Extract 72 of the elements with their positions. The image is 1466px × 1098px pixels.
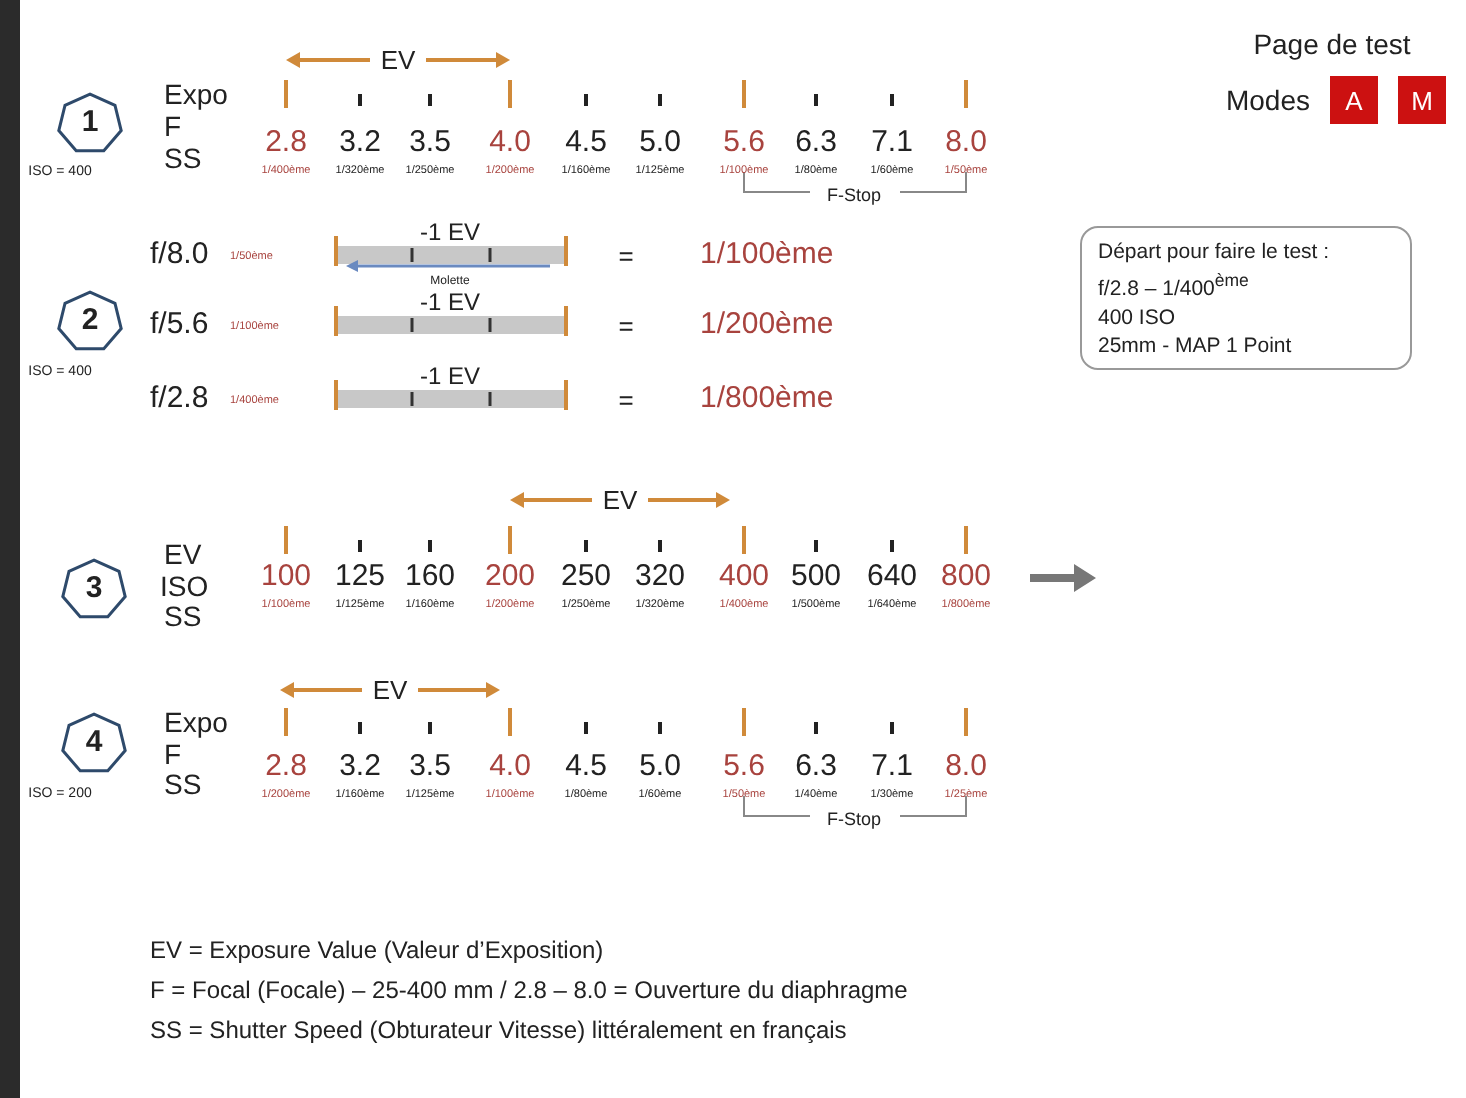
stop-value: 500	[790, 561, 842, 591]
ev-step-label: -1 EV	[420, 364, 480, 388]
note-text: 400 ISO	[1098, 303, 1178, 331]
stop-value: 2.8	[265, 751, 307, 781]
stop-value: 800	[940, 561, 992, 591]
stop-value: 4.0	[489, 751, 531, 781]
step-number: 4	[85, 727, 103, 758]
stop-value: 640	[866, 561, 918, 591]
stop-value: 2.8	[265, 127, 307, 157]
footnote: SS = Shutter Speed (Obturateur Vitesse) littéralement en français	[150, 1018, 847, 1042]
page-title: Page de test	[1253, 30, 1411, 58]
ev-step-label: -1 EV	[420, 220, 480, 244]
row-label: F	[164, 740, 182, 768]
step-number: 3	[85, 573, 103, 604]
stop-value: 200	[484, 561, 536, 591]
aperture-value: f/5.6	[150, 309, 209, 339]
row-label: SS	[164, 602, 202, 630]
stop-value: 5.0	[639, 127, 681, 157]
stop-value: 7.1	[871, 751, 913, 781]
equals-sign: =	[618, 313, 634, 339]
stop-value: 5.6	[723, 127, 765, 157]
stop-value: 320	[634, 561, 686, 591]
stop-value: 250	[560, 561, 612, 591]
note-text: Départ pour faire le test :	[1098, 238, 1332, 266]
shutter-speed-result: 1/200ème	[700, 309, 834, 339]
row-label: ISO	[160, 572, 209, 600]
stop-value: 3.2	[339, 751, 381, 781]
stop-value: 5.6	[723, 751, 765, 781]
stop-value: 5.0	[639, 751, 681, 781]
row-label: Expo	[164, 80, 228, 108]
stop-value: 6.3	[795, 127, 837, 157]
row-label: Expo	[164, 708, 228, 736]
note-text: f/2.8 – 1/400$^{ème}$	[1098, 268, 1251, 303]
modes-label: Modes	[1225, 86, 1311, 114]
step-number: 2	[81, 305, 99, 336]
shutter-speed-result: 1/800ème	[700, 383, 834, 413]
row-label: F	[164, 112, 182, 140]
stop-value: 160	[404, 561, 456, 591]
bracket-label: F-Stop	[827, 187, 881, 205]
equals-sign: =	[618, 387, 634, 413]
range-label: EV	[380, 47, 416, 73]
stop-value: 8.0	[945, 127, 987, 157]
stop-value: 3.2	[339, 127, 381, 157]
aperture-value: f/2.8	[150, 383, 209, 413]
footnote: F = Focal (Focale) – 25-400 mm / 2.8 – 8.0 = Ouverture du diaphragme	[150, 978, 908, 1002]
stop-value: 7.1	[871, 127, 913, 157]
note-box	[1080, 226, 1412, 370]
stop-value: 4.0	[489, 127, 531, 157]
stop-value: 125	[334, 561, 386, 591]
stop-value: 400	[718, 561, 770, 591]
mode-badge: M	[1398, 76, 1446, 124]
range-label: EV	[372, 677, 408, 703]
stop-value: 8.0	[945, 751, 987, 781]
aperture-value: f/8.0	[150, 239, 209, 269]
row-label: EV	[164, 540, 202, 568]
step-number: 1	[81, 107, 99, 138]
row-label: SS	[164, 144, 202, 172]
stop-value: 3.5	[409, 127, 451, 157]
equals-sign: =	[618, 243, 634, 269]
footnote: EV = Exposure Value (Valeur d’Exposition)	[150, 938, 604, 962]
stop-value: 3.5	[409, 751, 451, 781]
note-text: 25mm - MAP 1 Point	[1098, 331, 1294, 359]
ev-step-label: -1 EV	[420, 290, 480, 314]
mode-badge: A	[1330, 76, 1378, 124]
stop-value: 4.5	[565, 751, 607, 781]
stop-value: 100	[260, 561, 312, 591]
bracket-label: F-Stop	[827, 811, 881, 829]
shutter-speed-result: 1/100ème	[700, 239, 834, 269]
range-label: EV	[602, 487, 638, 513]
stop-value: 6.3	[795, 751, 837, 781]
row-label: SS	[164, 770, 202, 798]
stop-value: 4.5	[565, 127, 607, 157]
